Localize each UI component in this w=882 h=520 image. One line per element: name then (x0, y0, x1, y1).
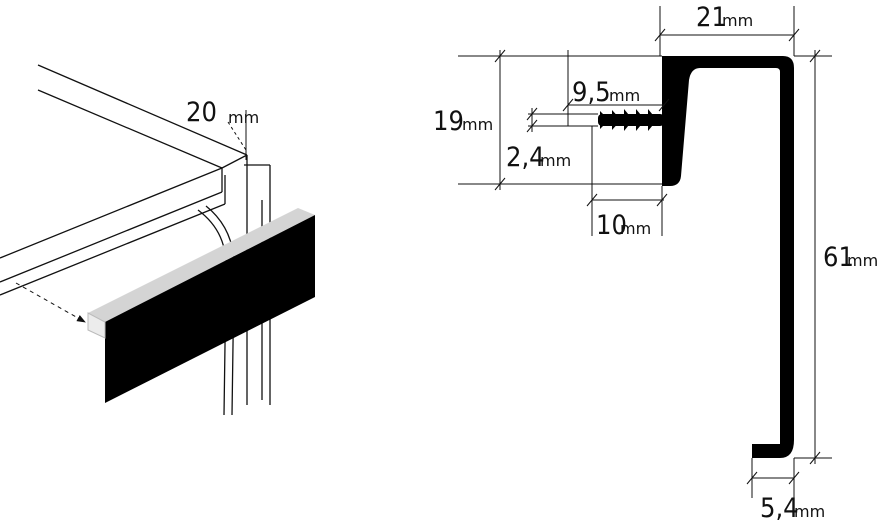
extension-lines (458, 6, 832, 498)
bottom-unit: mm (794, 502, 825, 520)
lip-value: 10 (596, 210, 627, 241)
screw-length-unit: mm (609, 86, 640, 105)
profile-section-view: 21 mm 9,5 mm 19 mm 2,4 mm (433, 2, 878, 520)
profile-front-face (105, 215, 315, 403)
handle-profile (87, 208, 315, 403)
profile-top-face (88, 208, 315, 322)
profile-end-face (87, 312, 106, 339)
bottom-value: 5,4 (760, 493, 799, 520)
isometric-view: 20 mm (0, 64, 315, 416)
width-top-unit: mm (722, 11, 753, 30)
depth-dimension: 20 mm (186, 97, 259, 160)
dimension-lip: 10 mm (586, 193, 668, 241)
width-top-value: 21 (696, 2, 727, 33)
dimension-width-top: 21 mm (654, 2, 800, 42)
board-value: 19 (433, 106, 464, 137)
screw-diameter-value: 2,4 (506, 142, 545, 173)
height-unit: mm (847, 251, 878, 270)
board-unit: mm (462, 115, 493, 134)
dimension-bottom: 5,4 mm (746, 471, 825, 520)
lip-unit: mm (620, 219, 651, 238)
dimension-screw-length: 9,5 mm (562, 50, 670, 126)
dimension-screw-diameter: 2,4 mm (506, 107, 571, 173)
screw-diameter-unit: mm (540, 151, 571, 170)
screw-length-value: 9,5 (572, 77, 611, 108)
depth-value: 20 (186, 97, 217, 128)
height-value: 61 (823, 242, 854, 273)
dimension-board: 19 mm (433, 49, 506, 191)
depth-unit: mm (228, 108, 259, 127)
dimension-height: 61 mm (809, 49, 878, 465)
insert-arrow (15, 282, 86, 323)
profile-cross-section (662, 56, 794, 458)
screw (598, 109, 664, 131)
